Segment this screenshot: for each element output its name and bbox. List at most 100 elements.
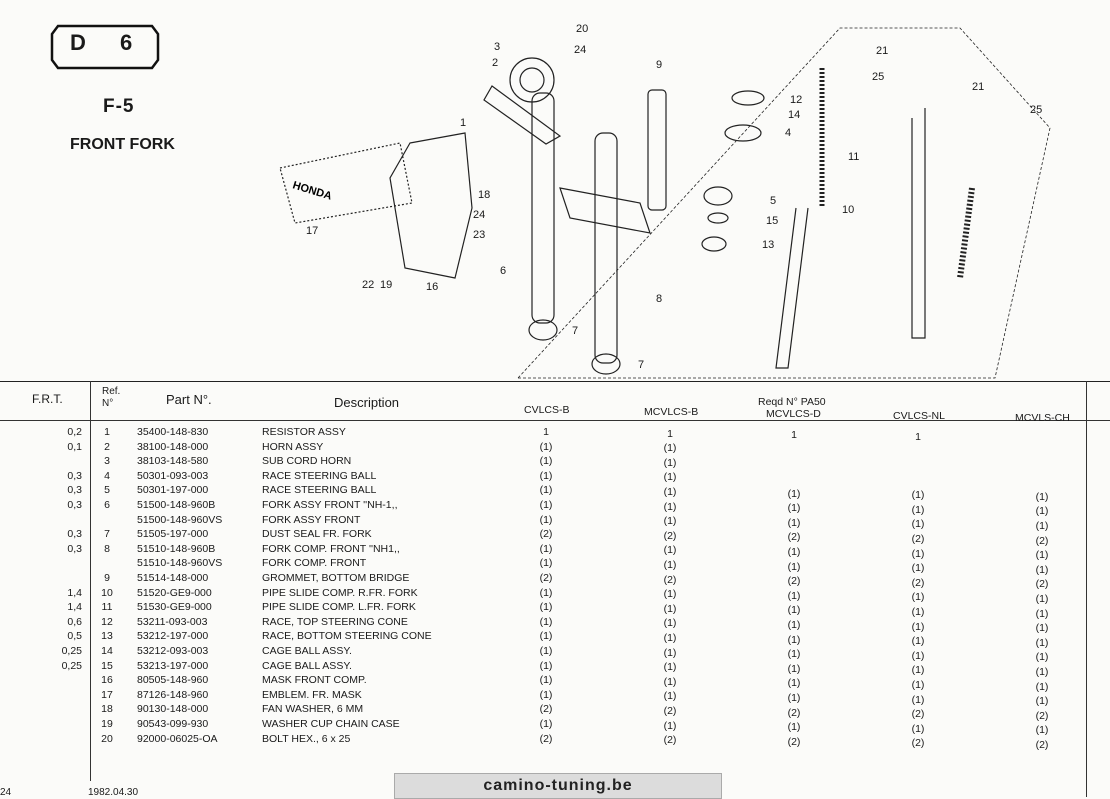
cell-part-number: 50301-197-000: [137, 484, 209, 497]
cell-qty: (1): [539, 615, 553, 628]
cell-part-number: 53211-093-003: [137, 615, 208, 628]
svg-text:7: 7: [638, 359, 644, 371]
exploded-diagram: HONDA 1 2 3 4 5 6 7 7 8 9 10 11 12 13 14…: [279, 23, 1051, 379]
cell-ref: 17: [101, 688, 113, 701]
svg-text:15: 15: [766, 215, 778, 227]
cell-qty: (1): [1035, 695, 1049, 708]
cell-ref: 1: [104, 426, 110, 438]
cell-qty: (1): [787, 662, 801, 675]
cell-qty: (2): [663, 573, 677, 586]
cell-description: RACE, BOTTOM STEERING CONE: [262, 630, 432, 643]
cell-part-number: 92000-06025-OA: [137, 732, 218, 745]
cell-frt: 0,3: [67, 542, 82, 555]
cell-qty: (1): [663, 485, 677, 498]
svg-text:17: 17: [306, 225, 318, 237]
cell-qty: (1): [663, 471, 677, 484]
header-description: Description: [334, 395, 400, 410]
cell-qty: (1): [1035, 549, 1049, 562]
cell-part-number: 90130-148-000: [137, 703, 209, 716]
cell-description: GROMMET, BOTTOM BRIDGE: [262, 572, 410, 584]
header-model-1: CVLCS-B: [524, 404, 570, 416]
cell-qty: (1): [1035, 519, 1049, 532]
cell-qty: (1): [663, 631, 677, 644]
svg-text:13: 13: [762, 239, 774, 251]
cell-qty: (1): [1035, 680, 1049, 693]
svg-text:24: 24: [574, 44, 586, 56]
cell-part-number: 51500-148-960B: [137, 499, 216, 511]
cell-qty: (2): [787, 575, 801, 588]
cell-part-number: 51520-GE9-000: [137, 586, 212, 599]
cell-qty: (1): [787, 589, 801, 602]
cell-qty: (1): [539, 586, 553, 599]
honda-emblem-text: HONDA: [291, 179, 333, 202]
cell-qty: (2): [787, 706, 801, 719]
cell-description: HORN ASSY: [262, 440, 324, 453]
cell-qty: (1): [787, 560, 801, 573]
cell-qty: (1): [663, 719, 677, 732]
svg-text:20: 20: [576, 23, 588, 35]
cell-qty: (2): [539, 703, 553, 716]
section-letter: D: [70, 30, 87, 55]
header-model-5: MCVLS-CH: [1015, 412, 1070, 424]
svg-text:3: 3: [494, 41, 500, 53]
cell-qty: (1): [1035, 665, 1049, 678]
cell-frt: 0,3: [67, 484, 82, 497]
cell-qty: (1): [539, 718, 553, 730]
cell-qty: (1): [539, 513, 553, 526]
cell-ref: 12: [101, 615, 113, 628]
cell-qty: (1): [539, 659, 553, 672]
cell-qty: 1: [543, 426, 549, 438]
cell-description: FAN WASHER, 6 MM: [262, 703, 364, 716]
cell-qty: (1): [911, 664, 925, 677]
cell-qty: (1): [911, 635, 925, 648]
cell-ref: 18: [101, 703, 113, 716]
cell-qty: (1): [911, 620, 925, 633]
cell-qty: (1): [1035, 636, 1049, 649]
cell-description: EMBLEM. FR. MASK: [262, 688, 362, 701]
cell-qty: (1): [663, 544, 677, 557]
cell-qty: (1): [911, 722, 925, 735]
cell-qty: (1): [663, 661, 677, 674]
cell-qty: (1): [539, 688, 553, 701]
cell-part-number: 38100-148-000: [137, 440, 209, 453]
watermark-site: camino-tuning.be: [394, 773, 722, 799]
cell-qty: (2): [663, 734, 677, 747]
svg-text:6: 6: [500, 265, 506, 277]
header-model-2: MCVLCS-B: [644, 406, 699, 418]
section-badge: [50, 24, 160, 70]
cell-qty: (1): [663, 675, 677, 688]
cell-description: RACE STEERING BALL: [262, 484, 377, 497]
cell-qty: (1): [539, 542, 553, 555]
page-number: 24: [0, 787, 12, 798]
cell-qty: (1): [787, 516, 801, 529]
cell-qty: (1): [787, 648, 801, 661]
cell-qty: (2): [911, 532, 925, 545]
cell-description: FORK COMP. FRONT ''NH1,,: [262, 542, 400, 555]
cell-part-number: 51514-148-000: [137, 572, 209, 584]
cell-qty: (2): [539, 528, 553, 541]
cell-ref: 9: [104, 572, 110, 584]
svg-text:25: 25: [1030, 104, 1042, 116]
cell-qty: (1): [663, 602, 677, 615]
cell-qty: (1): [911, 503, 925, 516]
cell-qty: (1): [911, 591, 925, 604]
cell-qty: (1): [787, 691, 801, 704]
cell-part-number: 90543-099-930: [137, 718, 209, 730]
header-ref: Ref. N°: [102, 386, 121, 409]
cell-qty: (1): [787, 721, 801, 734]
cell-qty: (1): [911, 547, 925, 560]
svg-text:22: 22: [362, 279, 374, 291]
cell-qty: (2): [911, 576, 925, 589]
cell-qty: (1): [1035, 622, 1049, 635]
cell-part-number: 53212-197-000: [137, 630, 209, 643]
cell-qty: (1): [539, 484, 553, 497]
